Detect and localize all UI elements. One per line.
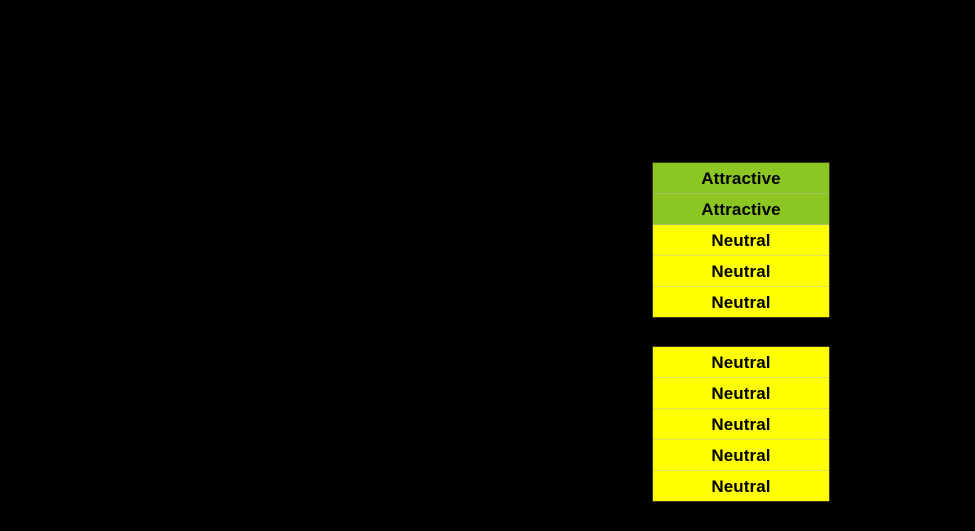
rating-label: Neutral bbox=[711, 261, 771, 281]
rating-label: Attractive bbox=[701, 168, 781, 188]
rating-label: Neutral bbox=[711, 383, 771, 403]
rating-table-upper: Attractive Attractive Neutral Neutral Ne… bbox=[651, 161, 831, 319]
rating-label: Neutral bbox=[711, 292, 771, 312]
table-row[interactable]: Attractive bbox=[653, 163, 829, 194]
rating-table-lower: Neutral Neutral Neutral Neutral Neutral bbox=[651, 345, 831, 503]
rating-label: Neutral bbox=[711, 445, 771, 465]
table-row[interactable]: Neutral bbox=[653, 471, 829, 501]
table-row[interactable]: Neutral bbox=[653, 440, 829, 471]
rating-label: Neutral bbox=[711, 352, 771, 372]
table-row[interactable]: Neutral bbox=[653, 409, 829, 440]
table-row[interactable]: Attractive bbox=[653, 194, 829, 225]
rating-label: Neutral bbox=[711, 476, 771, 496]
table-row[interactable]: Neutral bbox=[653, 225, 829, 256]
rating-label: Neutral bbox=[711, 230, 771, 250]
table-row[interactable]: Neutral bbox=[653, 347, 829, 378]
rating-label: Attractive bbox=[701, 199, 781, 219]
rating-label: Neutral bbox=[711, 414, 771, 434]
table-row[interactable]: Neutral bbox=[653, 378, 829, 409]
table-row[interactable]: Neutral bbox=[653, 256, 829, 287]
table-row[interactable]: Neutral bbox=[653, 287, 829, 317]
